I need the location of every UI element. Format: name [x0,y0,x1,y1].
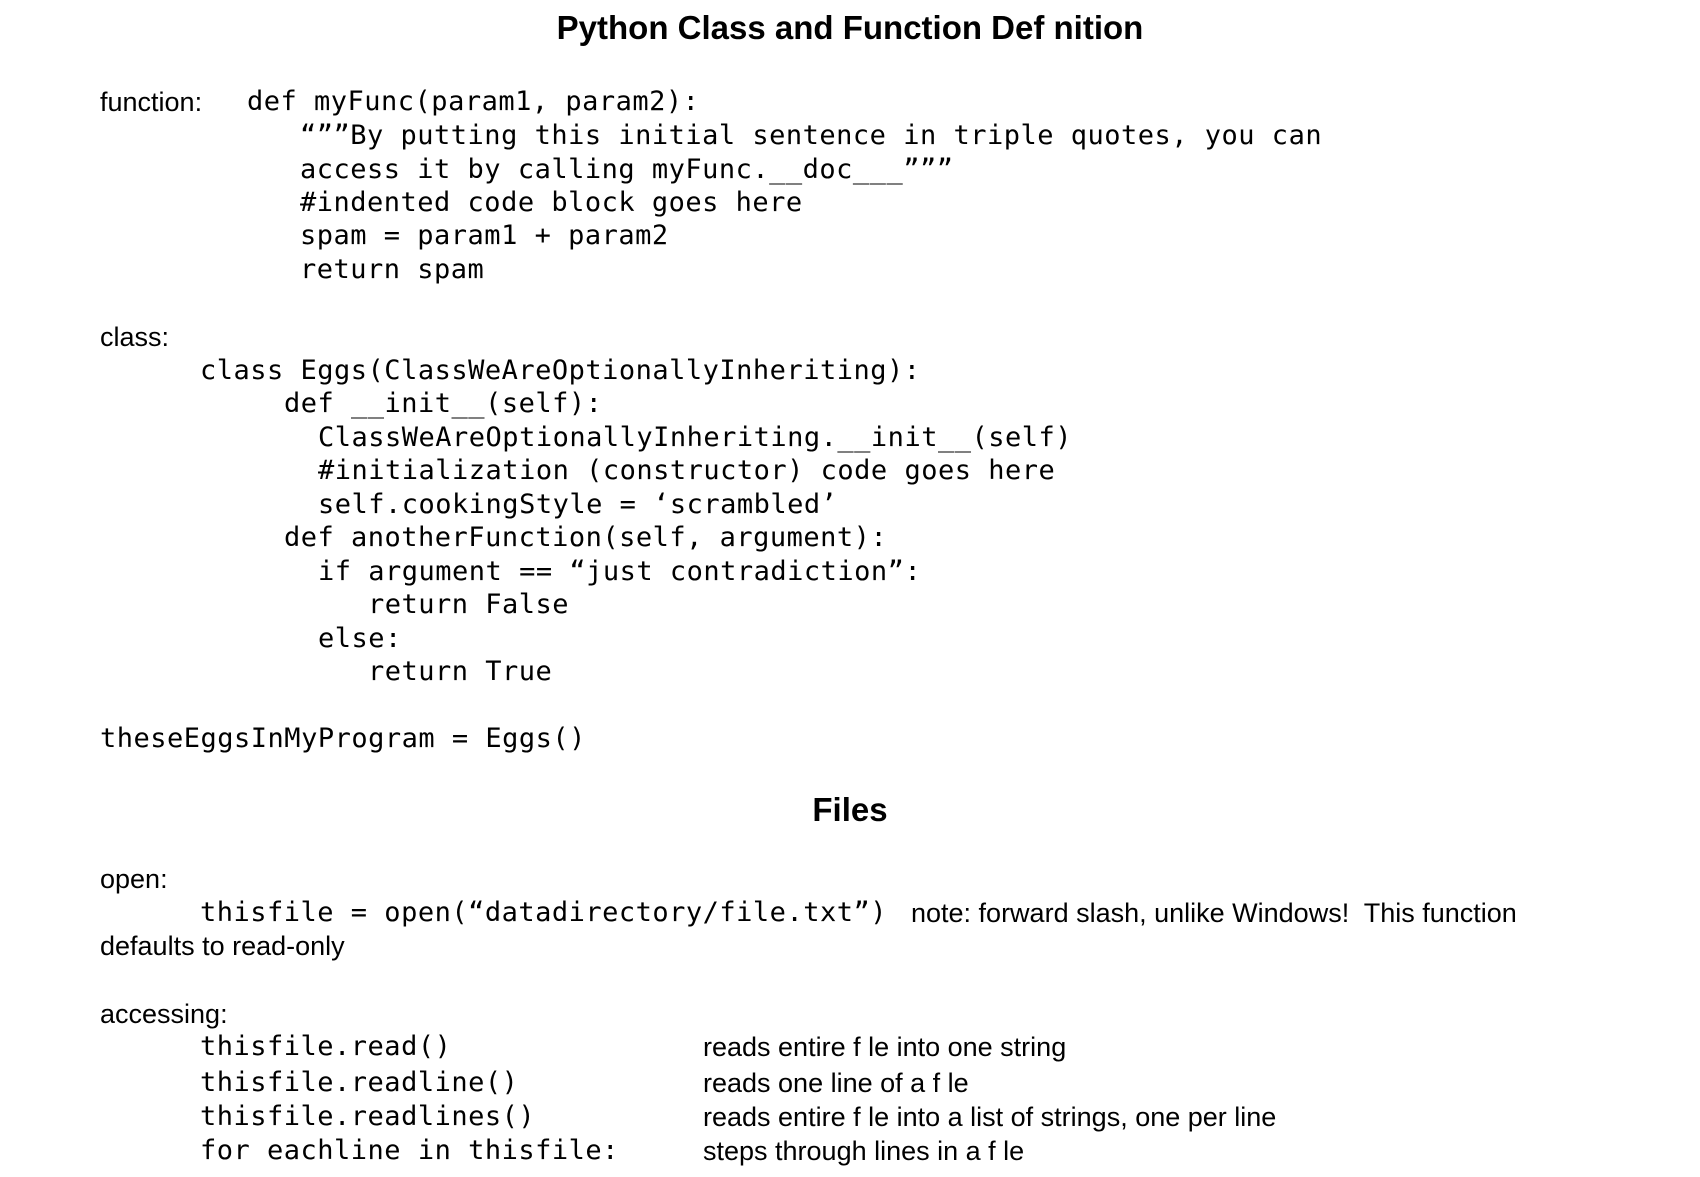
function-code-line: access it by calling myFunc.__doc___””” [300,154,954,185]
accessing-code: thisfile.read() [200,1031,452,1062]
accessing-code: for eachline in thisfile: [200,1135,619,1166]
open-code-line: thisfile = open(“datadirectory/file.txt”… [200,897,887,928]
open-label: open: [100,864,168,894]
class-code-line: #initialization (constructor) code goes … [318,455,1056,486]
class-code-line: return False [368,589,570,620]
accessing-code: thisfile.readlines() [200,1101,536,1132]
class-code-line: def __init__(self): [284,388,603,419]
accessing-desc: steps through lines in a f le [703,1136,1025,1166]
class-code-line: return True [368,656,553,687]
files-heading: Files [812,791,888,828]
function-code-line: “””By putting this initial sentence in t… [300,120,1323,151]
class-code-line: else: [318,623,402,654]
page-title: Python Class and Function Def nition [556,9,1144,46]
class-code-line: def anotherFunction(self, argument): [284,522,888,553]
accessing-code: thisfile.readline() [200,1067,519,1098]
function-code-line: def myFunc(param1, param2): [247,86,700,117]
function-code-line: return spam [300,254,485,285]
accessing-desc: reads entire f le into a list of strings… [703,1102,1277,1132]
instance-code-line: theseEggsInMyProgram = Eggs() [100,723,586,754]
class-code-line: if argument == “just contradiction”: [318,556,922,587]
accessing-desc: reads entire f le into one string [703,1032,1067,1062]
accessing-desc: reads one line of a f le [703,1068,969,1098]
open-note-continuation: defaults to read-only [100,931,345,961]
class-code-line: self.cookingStyle = ‘scrambled’ [318,489,838,520]
function-code-line: #indented code block goes here [300,187,803,218]
accessing-label: accessing: [100,999,228,1029]
open-note: note: forward slash, unlike Windows! Thi… [911,898,1517,928]
function-label: function: [100,87,203,117]
class-label: class: [100,322,170,352]
function-code-line: spam = param1 + param2 [300,220,669,251]
class-code-line: class Eggs(ClassWeAreOptionallyInheritin… [200,355,921,386]
class-code-line: ClassWeAreOptionallyInheriting.__init__(… [318,422,1072,453]
